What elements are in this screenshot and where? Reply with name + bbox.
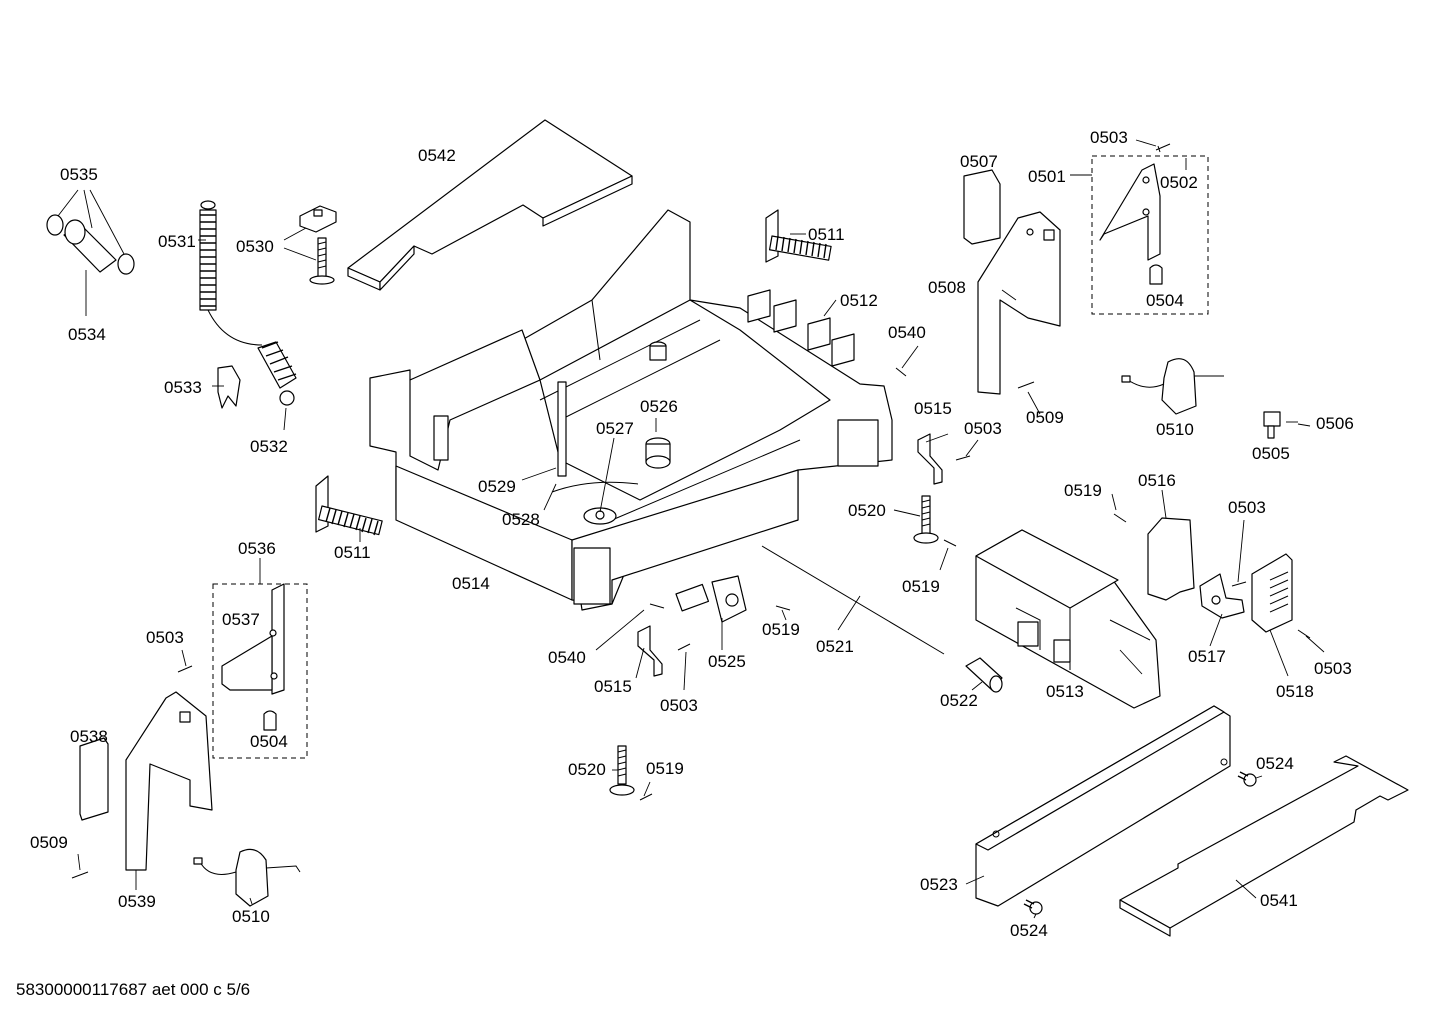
part-0539-bracket [125,691,213,871]
part-0534-hose-piece [46,214,135,275]
part-0533-clip [217,365,241,409]
part-0518-cover [1251,553,1293,633]
part-0502-bracket [1099,163,1161,261]
label-0532: 0532 [250,437,288,456]
label-0516: 0516 [1138,471,1176,490]
label-0503: 0503 [1228,498,1266,517]
label-0538: 0538 [70,727,108,746]
label-0519: 0519 [902,577,940,596]
label-0528: 0528 [502,510,540,529]
label-0503: 0503 [146,628,184,647]
part-0517-bracket [1199,573,1245,619]
label-0524: 0524 [1010,921,1048,940]
label-0531: 0531 [158,232,196,251]
label-0521: 0521 [816,637,854,656]
part-0511-hinge-spring-left [315,475,383,536]
label-0542: 0542 [418,146,456,165]
label-0503: 0503 [660,696,698,715]
label-0529: 0529 [478,477,516,496]
label-0515: 0515 [594,677,632,696]
part-0525-valve [675,575,747,623]
label-0536: 0536 [238,539,276,558]
label-0503: 0503 [1090,128,1128,147]
label-0503: 0503 [1314,659,1352,678]
label-0533: 0533 [164,378,202,397]
part-0508-bracket [977,211,1061,395]
label-0510: 0510 [232,907,270,926]
label-0515: 0515 [914,399,952,418]
part-0532-plug [279,390,295,406]
label-0509: 0509 [1026,408,1064,427]
part-0504-clip-left [263,710,277,731]
label-0525: 0525 [708,652,746,671]
label-0537: 0537 [222,610,260,629]
label-0514: 0514 [452,574,490,593]
part-0537-bracket [221,583,285,695]
part-0504-clip-right [1149,264,1163,285]
part-0541-toe-plate [1119,755,1409,937]
part-0536-group-box [212,558,308,759]
small-screws [71,143,1311,879]
label-0523: 0523 [920,875,958,894]
label-0541: 0541 [1260,891,1298,910]
label-0530: 0530 [236,237,274,256]
part-0505-sensor [1263,411,1281,439]
part-0531-spring-hose [199,200,297,389]
drawing-reference-footer: 58300000117687 aet 000 c 5/6 [16,980,251,999]
part-0514-base-tub [369,209,893,611]
part-0522-knob [965,657,1003,693]
part-0523-front-panel [975,705,1231,907]
label-0519: 0519 [1064,481,1102,500]
label-0522: 0522 [940,691,978,710]
part-0515-bracket-left [637,625,663,677]
label-0519: 0519 [762,620,800,639]
label-0511: 0511 [808,225,845,244]
part-0510-switch-left [193,848,301,907]
label-0509: 0509 [30,833,68,852]
part-0524-screws [1023,771,1257,915]
label-0507: 0507 [960,152,998,171]
part-0530-adjuster-screw [299,205,337,285]
part-0507-cover [963,169,1001,245]
leader-lines [57,139,1325,919]
label-0506: 0506 [1316,414,1354,433]
label-0527: 0527 [596,419,634,438]
part-0511-hinge-spring-right [765,209,832,263]
label-0511: 0511 [334,543,371,562]
part-0513-control-module [975,529,1161,709]
part-0542-cover-plate [347,119,633,291]
label-0519: 0519 [646,759,684,778]
label-0517: 0517 [1188,647,1226,666]
label-0539: 0539 [118,892,156,911]
label-0520: 0520 [848,501,886,520]
part-0501-group-box [1070,155,1209,315]
label-0510: 0510 [1156,420,1194,439]
label-0504: 0504 [250,732,288,751]
part-0520-foot-screw-lower [609,745,635,796]
label-0505: 0505 [1252,444,1290,463]
label-0513: 0513 [1046,682,1084,701]
part-0520-foot-screw-upper [913,495,939,544]
label-0520: 0520 [568,760,606,779]
label-0512: 0512 [840,291,878,310]
label-0524: 0524 [1256,754,1294,773]
label-0540: 0540 [548,648,586,667]
label-0501: 0501 [1028,167,1066,186]
label-0502: 0502 [1160,173,1198,192]
callout-labels: 0542 0535 0531 0530 0534 0533 0532 0511 … [30,128,1354,940]
part-0510-switch-right [1121,358,1224,415]
part-0538-cover [79,737,109,821]
label-0540: 0540 [888,323,926,342]
label-0535: 0535 [60,165,98,184]
label-0518: 0518 [1276,682,1314,701]
label-0504: 0504 [1146,291,1184,310]
part-0516-bracket [1147,517,1195,601]
label-0508: 0508 [928,278,966,297]
label-0534: 0534 [68,325,106,344]
label-0526: 0526 [640,397,678,416]
label-0503: 0503 [964,419,1002,438]
part-0521-rod [761,545,945,655]
part-0515-bracket-right [917,433,943,485]
